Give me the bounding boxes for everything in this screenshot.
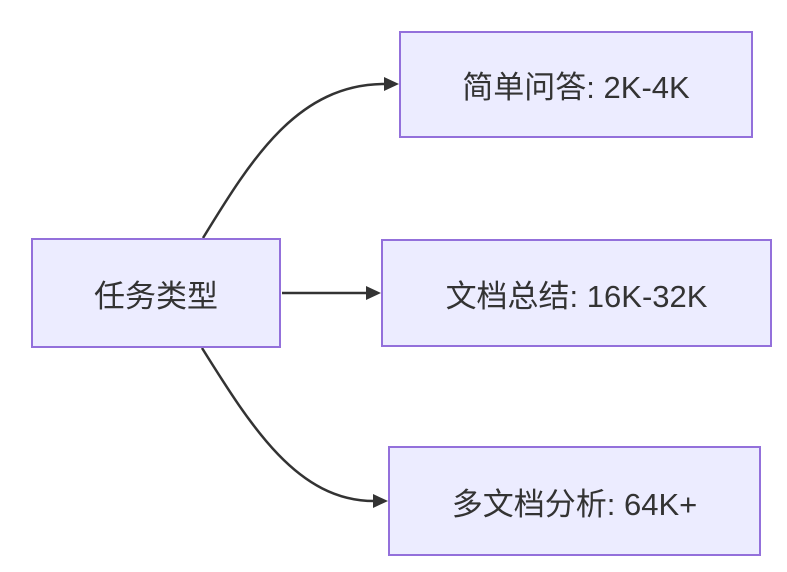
edge-root-to-multidoc xyxy=(200,347,375,503)
node-simple-qa-label: 简单问答: 2K-4K xyxy=(462,70,690,105)
node-multidoc-analysis: 多文档分析: 64K+ xyxy=(388,446,761,556)
node-simple-qa: 简单问答: 2K-4K xyxy=(399,31,753,138)
arrowhead-icon xyxy=(373,494,388,508)
node-task-type: 任务类型 xyxy=(31,238,281,348)
arrowhead-icon xyxy=(384,77,399,91)
arrowhead-icon xyxy=(366,286,381,300)
edge-root-to-simple-qa xyxy=(201,82,386,239)
node-doc-summary-label: 文档总结: 16K-32K xyxy=(445,278,708,314)
node-multidoc-analysis-label: 多文档分析: 64K+ xyxy=(451,486,698,522)
node-doc-summary: 文档总结: 16K-32K xyxy=(381,239,772,347)
node-task-type-label: 任务类型 xyxy=(94,278,218,314)
